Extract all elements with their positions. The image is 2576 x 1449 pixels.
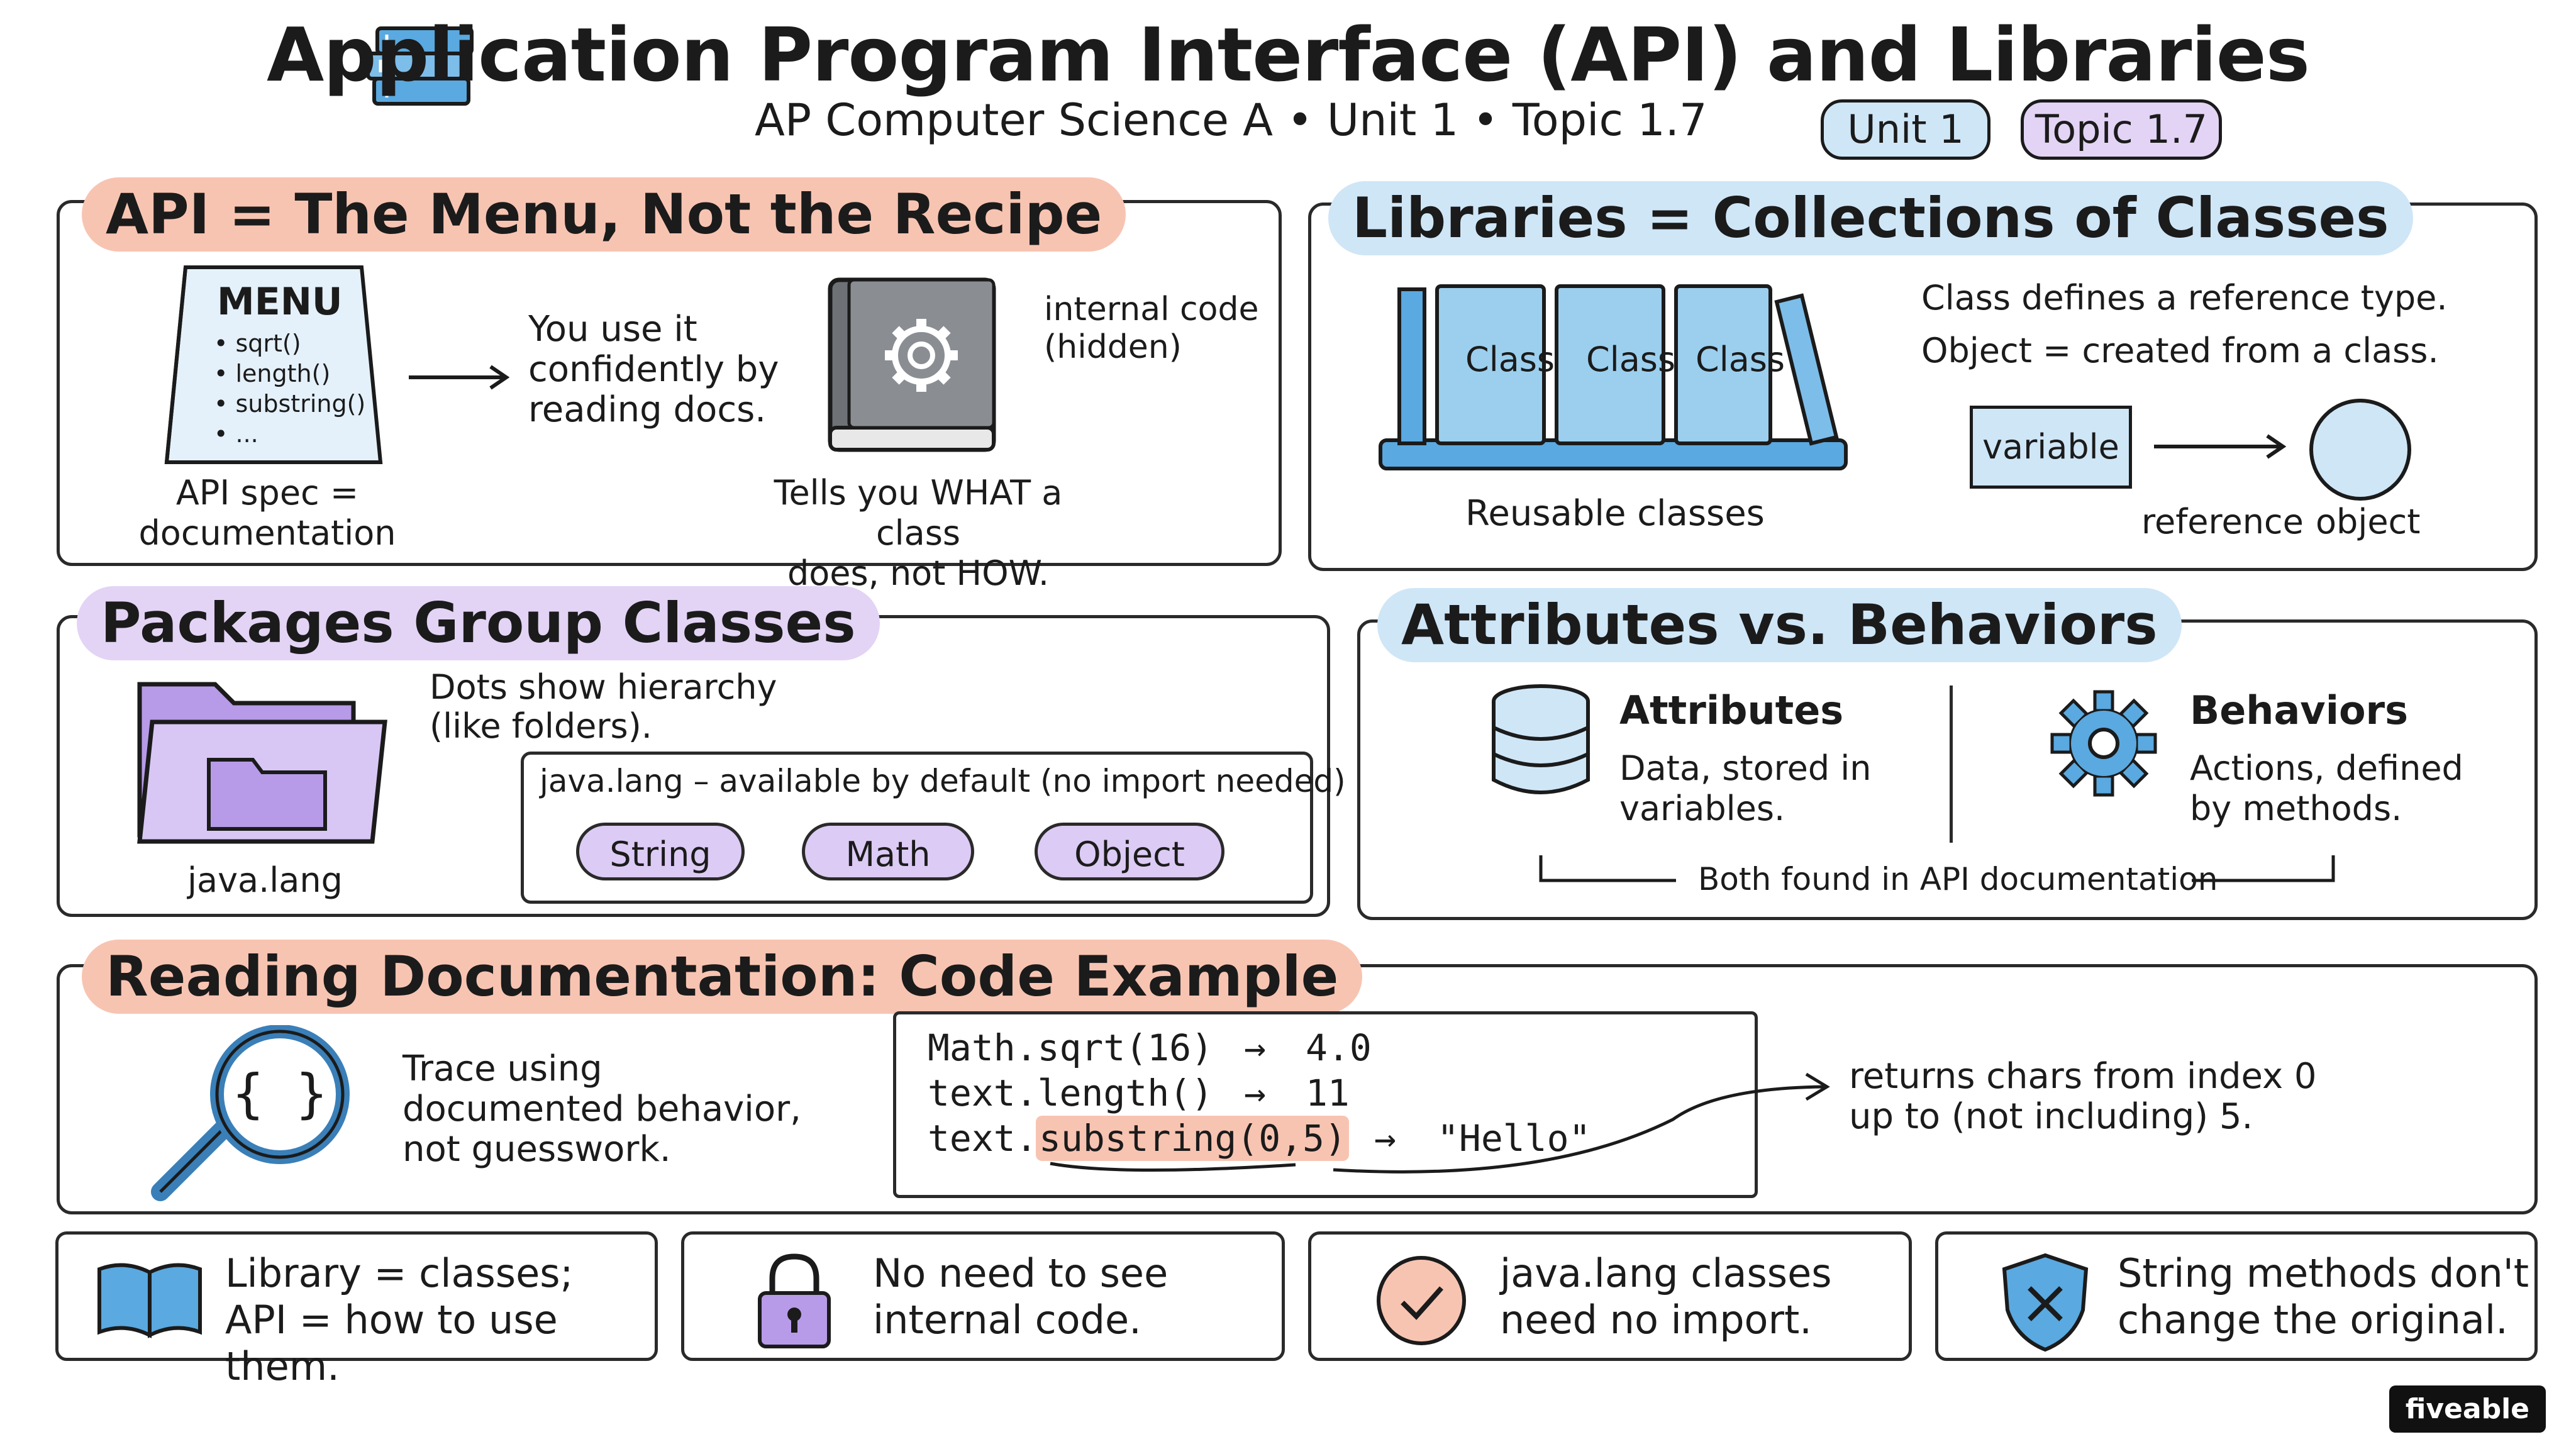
arrow-right-icon — [409, 365, 510, 390]
menu-caption: API spec = documentation — [138, 473, 396, 553]
arrow-3: → — [1374, 1117, 1396, 1160]
api-panel-title: API = The Menu, Not the Recipe — [82, 177, 1126, 252]
shield-x-icon — [2002, 1253, 2089, 1352]
takeaway-library: Library = classes; API = how to use them… — [55, 1231, 658, 1389]
code-line-length: text.length() — [928, 1072, 1213, 1114]
chip-math: Math — [802, 823, 974, 880]
gear-icon — [2050, 690, 2157, 797]
arrow-1: → — [1244, 1026, 1266, 1069]
divider — [1950, 686, 1953, 843]
takeaway-string-text: String methods don't change the original… — [2118, 1250, 2529, 1343]
reference-label: reference — [2141, 502, 2304, 541]
result-substring: "Hello" — [1437, 1117, 1591, 1160]
takeaway-internal-text: No need to see internal code. — [873, 1250, 1169, 1343]
packages-panel-title: Packages Group Classes — [77, 586, 880, 660]
result-length: 11 — [1306, 1072, 1350, 1114]
database-icon — [1492, 684, 1590, 794]
variable-box: variable — [1970, 406, 2132, 489]
book-label-1: Class — [1465, 340, 1555, 379]
takeaway-import-text: java.lang classes need no import. — [1500, 1250, 1832, 1343]
menu-item-sqrt: • sqrt() — [214, 330, 301, 357]
topic-badge: Topic 1.7 — [2021, 99, 2222, 160]
substring-highlight — [1036, 1116, 1349, 1161]
variable-label: variable — [1982, 427, 2119, 467]
book-icon — [97, 1263, 202, 1338]
object-definition: Object = created from a class. — [1921, 331, 2439, 370]
behaviors-heading: Behaviors — [2190, 687, 2409, 733]
svg-text:{ }: { } — [232, 1063, 328, 1124]
attributes-heading: Attributes — [1619, 687, 1844, 733]
menu-card-icon — [164, 265, 383, 464]
reading-panel-title: Reading Documentation: Code Example — [82, 940, 1363, 1014]
takeaway-internal: No need to see internal code. — [681, 1231, 1285, 1361]
code-prefix-text: text. — [928, 1117, 1038, 1160]
attributes-panel-title: Attributes vs. Behaviors — [1377, 588, 2182, 662]
bookshelf-icon — [1379, 284, 1848, 470]
java-lang-box — [521, 752, 1313, 904]
object-label: object — [2316, 502, 2421, 541]
menu-item-length: • length() — [214, 360, 331, 387]
book-label-3: Class — [1696, 340, 1785, 379]
arrow-2: → — [1244, 1072, 1266, 1114]
internal-code-note: internal code (hidden) — [1044, 291, 1259, 366]
shelf-caption: Reusable classes — [1465, 493, 1765, 534]
page-subtitle: AP Computer Science A • Unit 1 • Topic 1… — [755, 94, 1707, 146]
magnifier-code-icon: { } — [151, 1025, 350, 1201]
code-example-box — [893, 1011, 1758, 1198]
trace-text: Trace using documented behavior, not gue… — [402, 1048, 801, 1170]
class-definition: Class defines a reference type. — [1921, 278, 2448, 318]
code-line-sqrt: Math.sqrt(16) — [928, 1026, 1213, 1069]
chip-string: String — [576, 823, 745, 880]
menu-item-more: • ... — [214, 420, 258, 448]
reference-arrow-icon — [2154, 434, 2287, 459]
annotation-curve-arrow — [1050, 1072, 1830, 1174]
behaviors-text: Actions, defined by methods. — [2190, 748, 2463, 828]
book-caption: Tells you WHAT a class does, not HOW. — [774, 473, 1063, 593]
use-docs-text: You use it confidently by reading docs. — [528, 309, 779, 430]
takeaway-string: String methods don't change the original… — [1935, 1231, 2538, 1361]
books-stack-icon — [366, 26, 474, 106]
object-circle-icon — [2309, 399, 2411, 501]
padlock-icon — [758, 1253, 831, 1348]
menu-item-substring: • substring() — [214, 390, 366, 418]
brand-logo: fiveable — [2389, 1385, 2546, 1433]
menu-heading: MENU — [217, 280, 343, 324]
attributes-text: Data, stored in variables. — [1619, 748, 1872, 828]
libraries-panel-title: Libraries = Collections of Classes — [1328, 181, 2413, 255]
page-title: Application Program Interface (API) and … — [266, 11, 2310, 98]
hierarchy-text: Dots show hierarchy (like folders). — [430, 667, 777, 746]
book-label-2: Class — [1586, 340, 1676, 379]
takeaway-library-text: Library = classes; API = how to use them… — [225, 1250, 574, 1389]
attributes-footer: Both found in API documentation — [1698, 861, 2218, 897]
code-substring: substring(0,5) — [1039, 1117, 1346, 1160]
result-sqrt: 4.0 — [1306, 1026, 1372, 1069]
checkmark-icon — [1377, 1256, 1466, 1345]
header: Application Program Interface (API) and … — [0, 0, 2576, 170]
folder-caption: java.lang — [187, 860, 343, 900]
bracket-line — [1539, 855, 2335, 882]
java-lang-note: java.lang – available by default (no imp… — [540, 763, 1346, 799]
unit-badge: Unit 1 — [1821, 99, 1990, 160]
folder-icon — [137, 682, 387, 844]
substring-annotation: returns chars from index 0 up to (not in… — [1849, 1056, 2317, 1137]
takeaway-import: java.lang classes need no import. — [1308, 1231, 1912, 1361]
gear-book-icon — [828, 277, 996, 452]
chip-object: Object — [1035, 823, 1224, 880]
